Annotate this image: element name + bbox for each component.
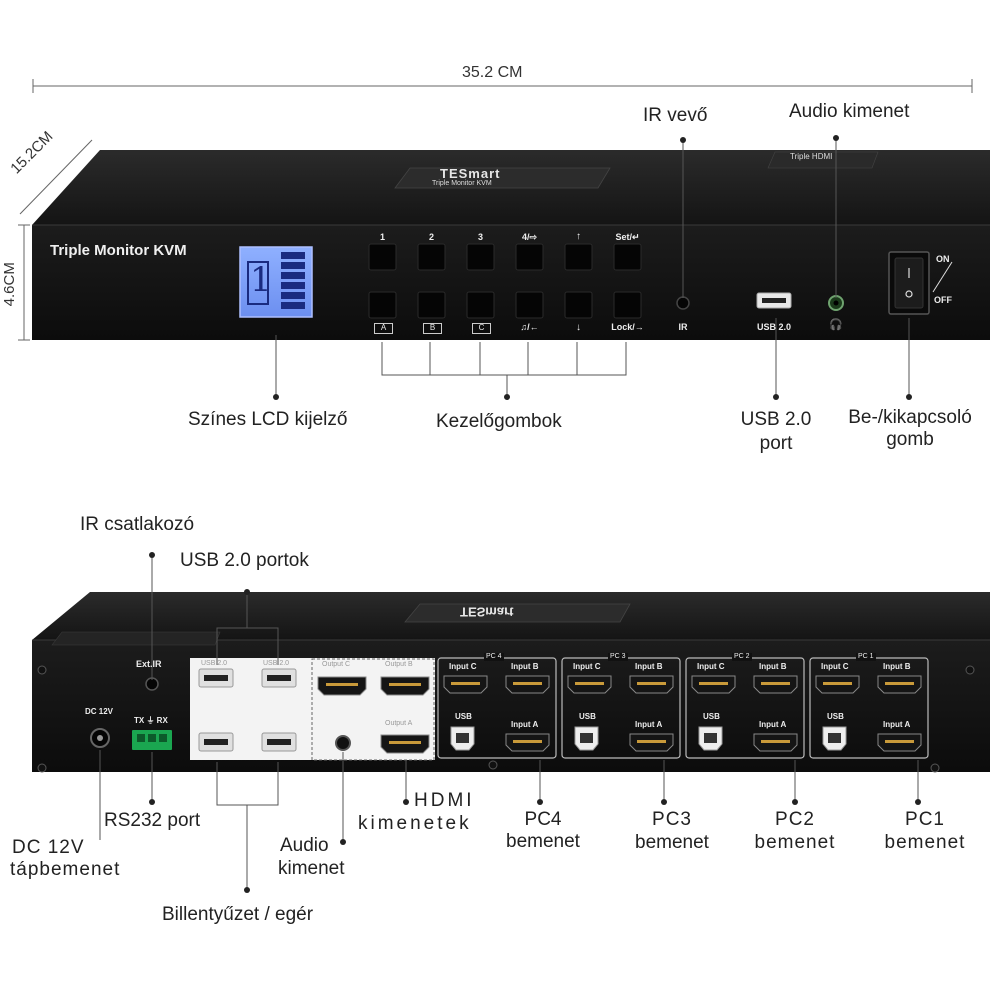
usb-port-label: USB 2.0 <box>756 322 791 332</box>
callout-ir-receiver: IR vevő <box>643 105 708 126</box>
rear-rs232-label: TX ⏚ RX <box>134 716 168 725</box>
rear-extir-label: Ext.IR <box>136 659 162 669</box>
pc1-input-b-label: Input B <box>883 662 911 671</box>
rear-callout-lines <box>99 555 919 888</box>
rear-usb-label-2: USB 2.0 <box>263 660 290 667</box>
front-callout-lines <box>275 138 910 395</box>
button-label-top-4: 4/⇨ <box>521 232 538 242</box>
callout-power-line1: Be-/kikapcsoló <box>848 407 972 428</box>
button-label-top-3: 3 <box>477 232 483 242</box>
pc3-tag: PC 3 <box>608 653 628 661</box>
pc4-input-c-label: Input C <box>449 662 477 671</box>
callout-hdmi-out-line2: kimenetek <box>358 813 472 834</box>
pc2-input-a-label: Input A <box>759 720 787 729</box>
rear-usb-label-1: USB 2.0 <box>201 660 228 667</box>
button-label-bottom-3: C <box>472 323 491 334</box>
pc2-input-b-label: Input B <box>759 662 787 671</box>
callout-hdmi-out-line1: HDMI <box>414 790 475 811</box>
pc4-input-a-label: Input A <box>511 720 539 729</box>
callout-keyboard-mouse: Billentyűzet / egér <box>162 904 314 925</box>
pc2-usb-label: USB <box>703 712 720 721</box>
button-label-bottom-2: B <box>423 323 442 334</box>
rear-panel-device <box>32 592 990 773</box>
callout-usb-ports: USB 2.0 portok <box>180 550 309 571</box>
callout-audio-output-front: Audio kimenet <box>789 101 910 122</box>
front-panel-device <box>32 150 990 340</box>
rear-brand-logo: TESmart <box>460 604 514 620</box>
callout-lcd: Színes LCD kijelző <box>188 409 348 430</box>
callout-audio-rear-line2: kimenet <box>278 858 345 879</box>
ir-port-label: IR <box>678 322 688 332</box>
pc4-input-b-label: Input B <box>511 662 539 671</box>
pc2-input-c-label: Input C <box>697 662 725 671</box>
rear-dc-label: DC 12V <box>85 707 114 716</box>
callout-pc1-line2: bemenet <box>884 832 966 853</box>
front-brand-logo: TESmart <box>440 166 501 181</box>
callout-pc3-line1: PC3 <box>652 809 692 830</box>
front-model-strip: Triple Monitor KVM <box>432 180 492 187</box>
callout-pc1-line1: PC1 <box>905 809 945 830</box>
front-badge: Triple HDMI <box>790 152 833 161</box>
callout-dc-line1: DC 12V <box>12 837 85 858</box>
pc1-usb-label: USB <box>827 712 844 721</box>
pc2-tag: PC 2 <box>732 653 752 661</box>
callout-audio-rear-line1: Audio <box>280 835 329 856</box>
pc3-usb-label: USB <box>579 712 596 721</box>
width-label: 35.2 CM <box>462 64 523 81</box>
callout-pc4-line2: bemenet <box>506 831 580 852</box>
pc4-usb-label: USB <box>455 712 472 721</box>
callout-buttons: Kezelőgombok <box>436 411 562 432</box>
button-label-top-2: 2 <box>428 232 434 242</box>
pc1-input-a-label: Input A <box>883 720 911 729</box>
switch-off-label: OFF <box>934 295 952 305</box>
pc1-input-c-label: Input C <box>821 662 849 671</box>
headphone-icon: 🎧 <box>829 319 843 331</box>
callout-usb-port-line2: port <box>759 433 793 454</box>
button-label-bottom-1: A <box>374 323 393 334</box>
callout-dc-line2: tápbemenet <box>10 859 121 880</box>
callout-pc2-line1: PC2 <box>775 809 815 830</box>
callout-usb-port-line1: USB 2.0 <box>740 409 812 430</box>
callout-pc3-line2: bemenet <box>635 832 709 853</box>
callout-pc2-line2: bemenet <box>754 832 836 853</box>
button-label-top-5: ↑ <box>576 231 581 242</box>
rear-output-b-label: Output B <box>385 661 413 668</box>
button-label-top-1: 1 <box>379 232 385 242</box>
height-label: 4.6CM <box>0 262 18 307</box>
width-dimension-line <box>32 79 973 93</box>
callout-power-line2: gomb <box>886 429 934 450</box>
pc3-input-c-label: Input C <box>573 662 601 671</box>
button-label-bottom-4: ♫/← <box>520 322 539 332</box>
pc1-tag: PC 1 <box>856 653 876 661</box>
lcd-digit: 1 <box>250 260 272 300</box>
front-callout-dots <box>273 135 912 400</box>
pc3-input-a-label: Input A <box>635 720 663 729</box>
rear-output-a-label: Output A <box>385 720 413 727</box>
pc-hdmi-contacts <box>451 682 914 743</box>
depth-dimension-line <box>19 139 93 215</box>
front-panel-title: Triple Monitor KVM <box>50 242 187 259</box>
button-label-bottom-6: Lock/→ <box>611 322 644 332</box>
pc4-tag: PC 4 <box>484 653 504 661</box>
rear-output-c-label: Output C <box>322 661 351 668</box>
rear-callout-dots <box>149 552 921 893</box>
switch-on-label: ON <box>936 254 950 264</box>
callout-ir-connector: IR csatlakozó <box>80 514 195 535</box>
pc3-input-b-label: Input B <box>635 662 663 671</box>
callout-rs232: RS232 port <box>104 810 201 831</box>
height-dimension-line <box>18 224 30 341</box>
button-label-top-6: Set/↵ <box>615 232 640 242</box>
callout-pc4-line1: PC4 <box>524 809 562 830</box>
button-label-bottom-5: ↓ <box>576 322 581 333</box>
